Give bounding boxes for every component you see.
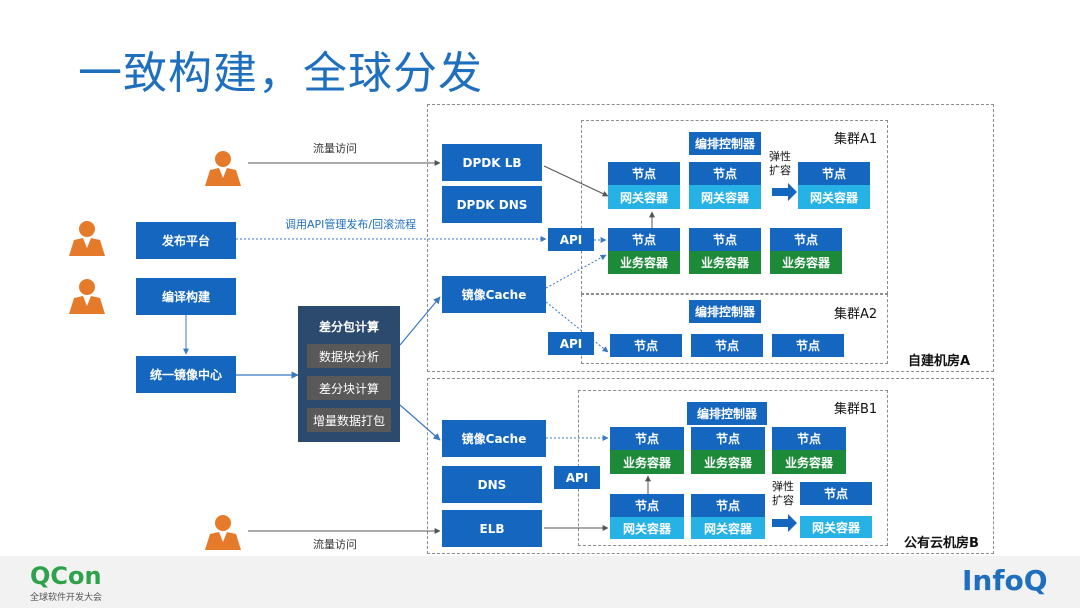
node-box: 节点 xyxy=(772,334,844,357)
gateway-container: 网关容器 xyxy=(691,517,765,539)
page-title: 一致构建，全球分发 xyxy=(78,48,483,99)
traffic-label-bottom: 流量访问 xyxy=(313,538,357,551)
node-box: 节点 xyxy=(610,427,684,450)
node-box: 节点 xyxy=(770,228,842,251)
business-container: 业务容器 xyxy=(691,450,765,474)
cluster-a1-label: 集群A1 xyxy=(834,132,878,147)
diff-package-panel: 差分包计算 数据块分析 差分块计算 增量数据打包 xyxy=(298,306,400,442)
user-icon xyxy=(67,276,107,316)
traffic-label-top: 流量访问 xyxy=(313,142,357,155)
node-box: 节点 xyxy=(798,162,870,185)
api-manage-label: 调用API管理发布/回滚流程 xyxy=(285,218,417,231)
room-a-label: 自建机房A xyxy=(908,354,971,369)
publish-platform-box: 发布平台 xyxy=(136,222,236,259)
image-cache-b-box: 镜像Cache xyxy=(442,420,546,457)
qcon-logo: QCon xyxy=(30,562,102,590)
dpdk-lb-box: DPDK LB xyxy=(442,144,542,181)
node-box: 节点 xyxy=(691,427,765,450)
business-container: 业务容器 xyxy=(610,450,684,474)
elastic-scale-b1: 弹性 扩容 xyxy=(768,480,798,508)
room-a-zone xyxy=(427,104,994,372)
qcon-subtitle: 全球软件开发大会 xyxy=(30,593,103,603)
room-b-label: 公有云机房B xyxy=(904,536,979,551)
business-container: 业务容器 xyxy=(608,251,680,274)
elastic-word: 扩容 xyxy=(769,164,791,177)
node-box: 节点 xyxy=(689,228,761,251)
api-a-box: API xyxy=(548,228,594,251)
dns-b-box: DNS xyxy=(442,466,542,503)
elastic-scale-a1: 弹性 扩容 xyxy=(765,150,795,178)
gateway-container: 网关容器 xyxy=(798,185,870,209)
diff-package-title: 差分包计算 xyxy=(318,320,379,334)
cluster-a1-zone xyxy=(581,120,888,294)
business-container: 业务容器 xyxy=(689,251,761,274)
room-b-zone xyxy=(427,378,994,554)
diff-item: 数据块分析 xyxy=(307,344,391,368)
api-b-box: API xyxy=(554,466,600,489)
api-a2-box: API xyxy=(548,332,594,355)
compile-build-box: 编译构建 xyxy=(136,278,236,315)
diff-item: 增量数据打包 xyxy=(307,408,391,432)
node-box: 节点 xyxy=(608,228,680,251)
node-box: 节点 xyxy=(610,494,684,517)
diff-item: 差分块计算 xyxy=(307,376,391,400)
cluster-a2-zone xyxy=(581,294,888,364)
elastic-word: 扩容 xyxy=(772,494,794,507)
business-container: 业务容器 xyxy=(770,251,842,274)
image-cache-a-box: 镜像Cache xyxy=(442,276,546,313)
footer-bar: QCon 全球软件开发大会 InfoQ xyxy=(0,556,1080,608)
elastic-word: 弹性 xyxy=(769,150,791,163)
dpdk-dns-box: DPDK DNS xyxy=(442,186,542,223)
node-box: 节点 xyxy=(772,427,846,450)
node-box: 节点 xyxy=(691,494,765,517)
orchestrator-a2-box: 编排控制器 xyxy=(689,300,761,323)
node-box: 节点 xyxy=(689,162,761,185)
gateway-container: 网关容器 xyxy=(608,185,680,209)
gateway-container: 网关容器 xyxy=(689,185,761,209)
orchestrator-b1-box: 编排控制器 xyxy=(687,402,767,425)
infoq-logo: InfoQ xyxy=(962,564,1048,597)
business-container: 业务容器 xyxy=(772,450,846,474)
node-box: 节点 xyxy=(691,334,763,357)
elastic-word: 弹性 xyxy=(772,480,794,493)
orchestrator-a1-box: 编排控制器 xyxy=(689,132,761,155)
gateway-container: 网关容器 xyxy=(610,517,684,539)
cluster-a2-label: 集群A2 xyxy=(834,307,878,322)
cluster-b1-label: 集群B1 xyxy=(834,402,878,417)
user-icon xyxy=(67,218,107,258)
user-icon xyxy=(203,148,243,188)
gateway-container: 网关容器 xyxy=(800,516,872,538)
elb-b-box: ELB xyxy=(442,510,542,547)
node-box: 节点 xyxy=(610,334,682,357)
image-center-box: 统一镜像中心 xyxy=(136,356,236,393)
node-box: 节点 xyxy=(800,482,872,505)
node-box: 节点 xyxy=(608,162,680,185)
user-icon xyxy=(203,512,243,552)
